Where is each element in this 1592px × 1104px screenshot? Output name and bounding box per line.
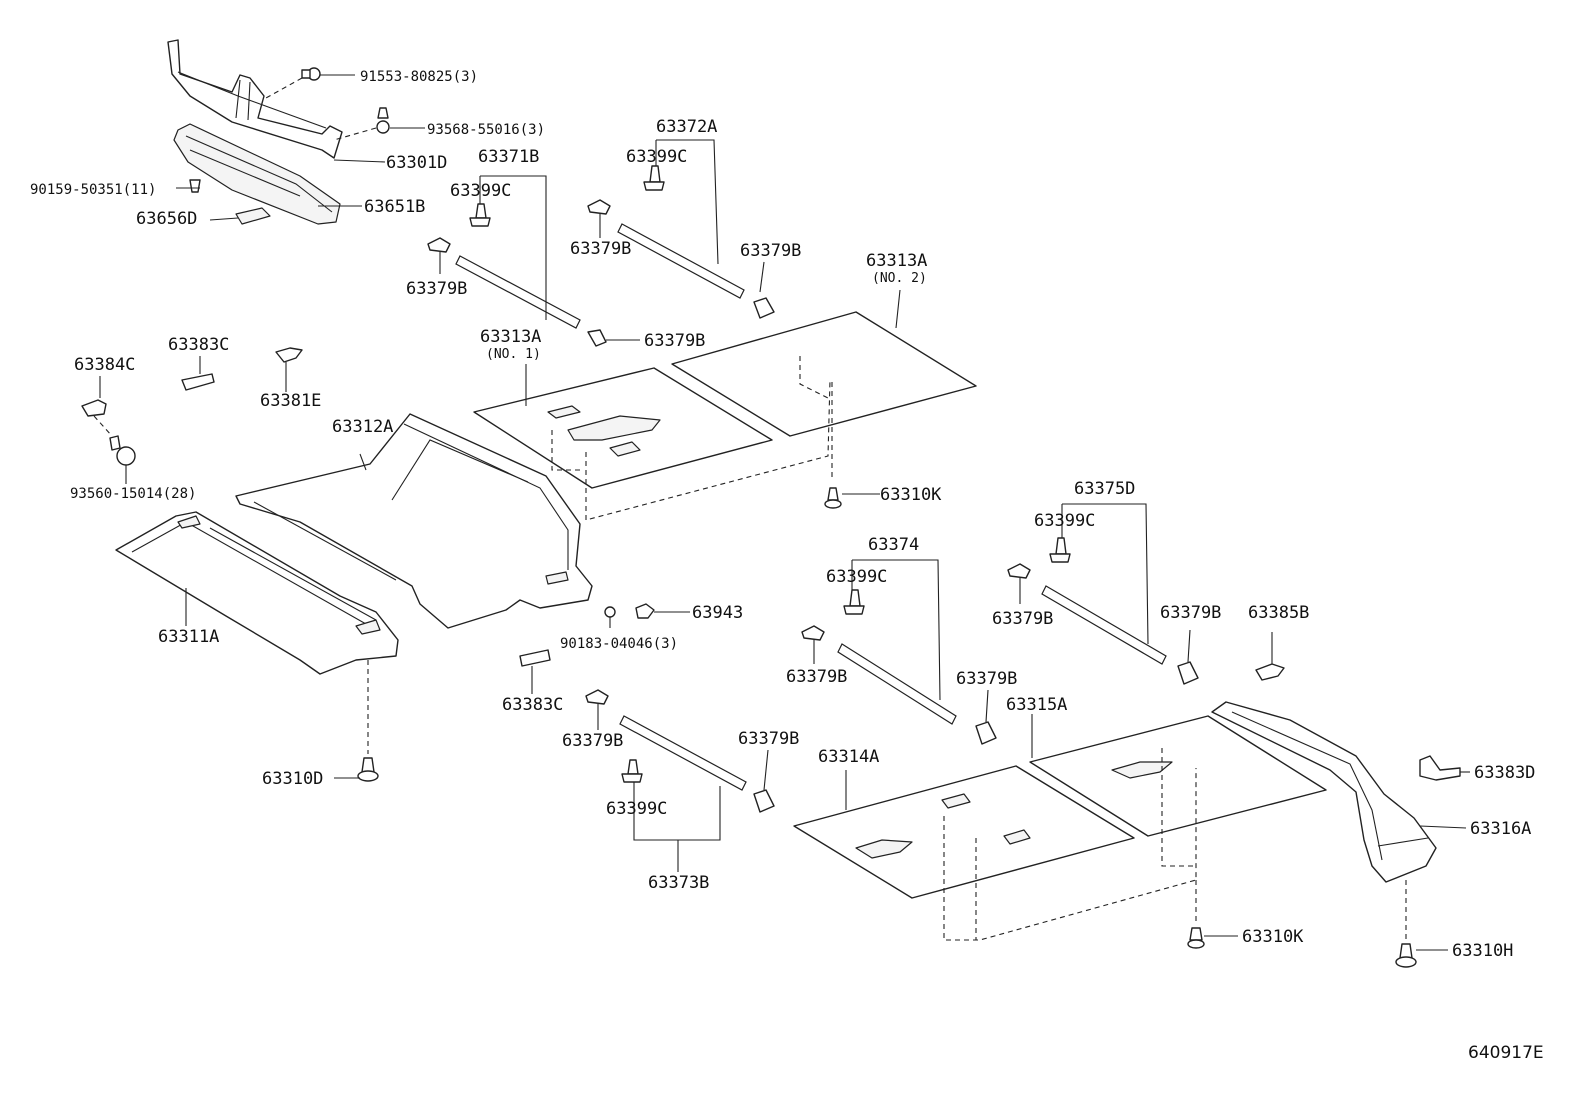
part-63943-clip: [635, 603, 655, 619]
label-93568-55016: 93568-55016(3): [427, 122, 545, 138]
label-63379B-e: 63379B: [562, 731, 623, 751]
part-63372A-strip: [587, 199, 775, 319]
label-63379B-g: 63379B: [786, 667, 847, 687]
part-63311A-headliner-rear: [115, 511, 399, 675]
label-63313A-no1-sub: (NO. 1): [486, 347, 541, 362]
part-63383C-bracket-a: [181, 373, 215, 391]
label-63656D: 63656D: [136, 209, 197, 229]
fastener-90183: [604, 606, 616, 628]
fastener-screws-top: [189, 67, 390, 193]
label-90183-04046: 90183-04046(3): [560, 636, 678, 652]
fastener-93560-screw: [109, 435, 136, 466]
label-63313A-no2: 63313A: [866, 251, 927, 271]
label-63312A: 63312A: [332, 417, 393, 437]
part-63371B-strip: [427, 237, 607, 347]
part-63314A-panel: [793, 765, 1135, 899]
label-63381E: 63381E: [260, 391, 321, 411]
label-63399C-c: 63399C: [606, 799, 667, 819]
label-63301D: 63301D: [386, 153, 447, 173]
part-63315A-panel: [1029, 715, 1327, 837]
part-63385B-bracket: [1255, 663, 1285, 681]
label-63374: 63374: [868, 535, 919, 555]
label-63383C-b: 63383C: [502, 695, 563, 715]
label-63383D: 63383D: [1474, 763, 1535, 783]
part-63651B-lamp-panel: [173, 123, 341, 225]
part-63316A-rear-header: [1211, 701, 1437, 883]
label-63379B-j: 63379B: [1160, 603, 1221, 623]
label-63399C-e: 63399C: [1034, 511, 1095, 531]
label-63399C-d: 63399C: [826, 567, 887, 587]
label-63379B-b: 63379B: [570, 239, 631, 259]
label-63379B-h: 63379B: [956, 669, 1017, 689]
label-93560-15014: 93560-15014(28): [70, 486, 196, 502]
part-63312A-headliner: [235, 413, 593, 629]
part-63381E-bracket: [275, 347, 303, 363]
label-63375D: 63375D: [1074, 479, 1135, 499]
label-63311A: 63311A: [158, 627, 219, 647]
label-63379B-d: 63379B: [644, 331, 705, 351]
label-90159-50351: 90159-50351(11): [30, 182, 156, 198]
label-63314A: 63314A: [818, 747, 879, 767]
label-63943: 63943: [692, 603, 743, 623]
label-63310K-b: 63310K: [1242, 927, 1304, 947]
label-63383C-a: 63383C: [168, 335, 229, 355]
clips-63399C-top: [469, 165, 665, 227]
label-63385B: 63385B: [1248, 603, 1309, 623]
part-63384C-bracket: [81, 399, 107, 417]
label-63384C: 63384C: [74, 355, 135, 375]
label-63315A: 63315A: [1006, 695, 1067, 715]
part-63383D-bracket: [1419, 755, 1461, 781]
label-63310K-a: 63310K: [880, 485, 942, 505]
label-63379B-f: 63379B: [738, 729, 799, 749]
fastener-63310K-a: [824, 487, 842, 509]
label-91553-80825: 91553-80825(3): [360, 69, 478, 85]
label-63310D: 63310D: [262, 769, 323, 789]
part-63373B-strip: [585, 689, 775, 813]
label-63313A-no2-sub: (NO. 2): [872, 271, 927, 286]
label-63371B: 63371B: [478, 147, 539, 167]
label-63372A: 63372A: [656, 117, 717, 137]
label-63379B-a: 63379B: [406, 279, 467, 299]
part-63375D-strip: [1007, 537, 1199, 685]
part-63383C-bracket-b: [519, 649, 551, 667]
fastener-63310H: [1395, 943, 1417, 968]
part-63313A-no2-panel: [671, 311, 977, 437]
label-63316A: 63316A: [1470, 819, 1531, 839]
label-63399C-b: 63399C: [626, 147, 687, 167]
label-63379B-c: 63379B: [740, 241, 801, 261]
label-63379B-i: 63379B: [992, 609, 1053, 629]
fastener-63310K-b: [1187, 927, 1205, 949]
part-63313A-no1-panel: [473, 367, 773, 489]
diagram-reference-code: 640917E: [1468, 1043, 1544, 1063]
part-63656D-pad: [235, 207, 271, 225]
label-63651B: 63651B: [364, 197, 425, 217]
callout-labels: 91553-80825(3) 93568-55016(3) 63301D 901…: [30, 69, 1544, 1063]
part-63301D-bracket: [167, 39, 343, 159]
part-63374-strip: [801, 589, 997, 745]
label-63310H: 63310H: [1452, 941, 1513, 961]
fastener-63310D: [357, 757, 379, 782]
label-63373B: 63373B: [648, 873, 709, 893]
label-63313A-no1: 63313A: [480, 327, 541, 347]
label-63399C-a: 63399C: [450, 181, 511, 201]
